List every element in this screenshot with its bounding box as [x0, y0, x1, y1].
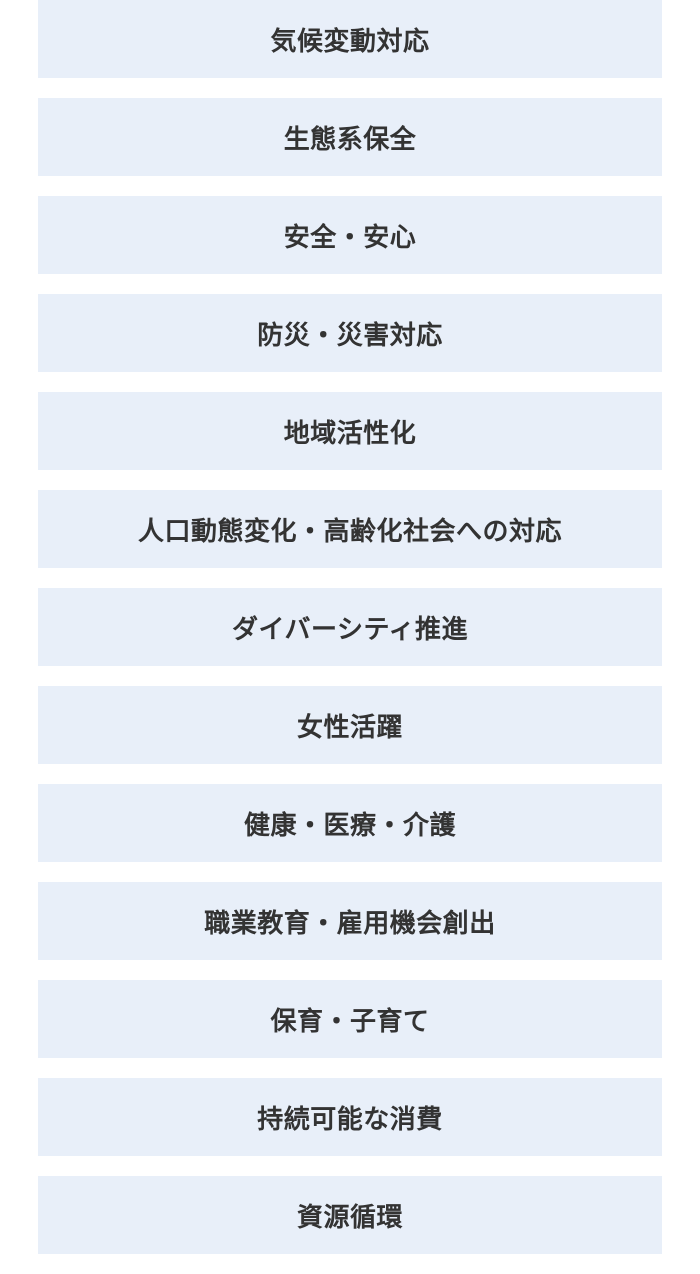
topic-item[interactable]: 生態系保全: [38, 98, 662, 176]
topic-item[interactable]: 持続可能な消費: [38, 1078, 662, 1156]
topic-item[interactable]: 防災・災害対応: [38, 294, 662, 372]
topic-item[interactable]: 健康・医療・介護: [38, 784, 662, 862]
topic-item[interactable]: 女性活躍: [38, 686, 662, 764]
topic-list: 気候変動対応 生態系保全 安全・安心 防災・災害対応 地域活性化 人口動態変化・…: [38, 0, 662, 1274]
topic-item[interactable]: 資源循環: [38, 1176, 662, 1254]
topic-item[interactable]: 人口動態変化・高齢化社会への対応: [38, 490, 662, 568]
topic-item[interactable]: 安全・安心: [38, 196, 662, 274]
topic-item[interactable]: 職業教育・雇用機会創出: [38, 882, 662, 960]
topic-item[interactable]: 気候変動対応: [38, 0, 662, 78]
topic-item[interactable]: 保育・子育て: [38, 980, 662, 1058]
topic-item[interactable]: ダイバーシティ推進: [38, 588, 662, 666]
topic-item[interactable]: 地域活性化: [38, 392, 662, 470]
